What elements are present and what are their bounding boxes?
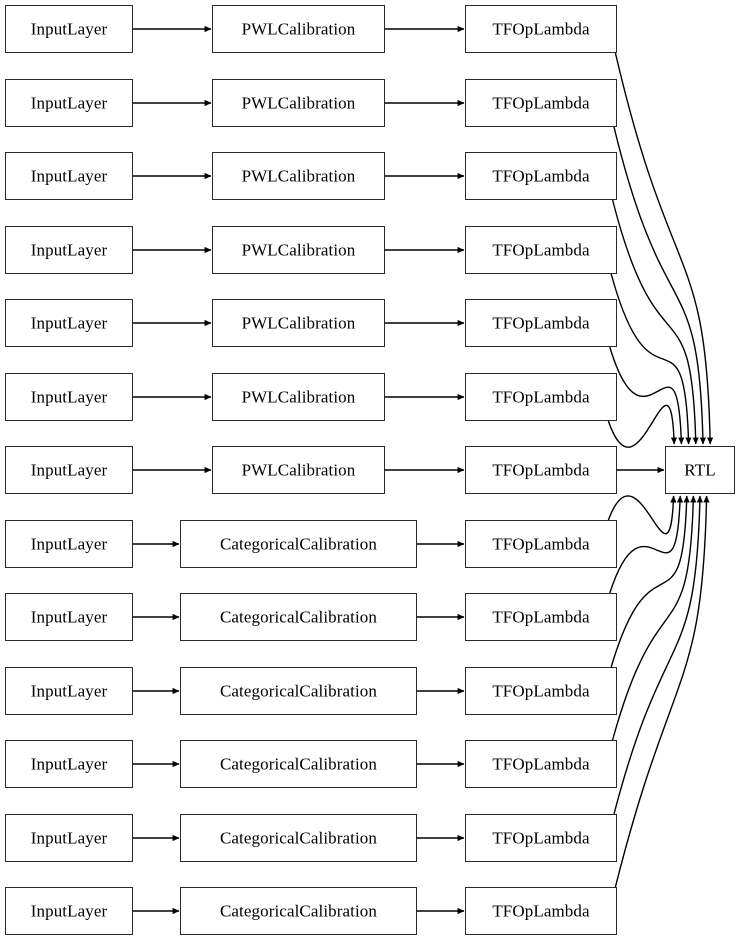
node-rtl[interactable]: RTL bbox=[665, 446, 735, 494]
node-label: PWLCalibration bbox=[241, 166, 356, 185]
node-input-layer[interactable]: InputLayer bbox=[5, 446, 133, 494]
node-label: TFOpLambda bbox=[492, 460, 590, 479]
node-label: InputLayer bbox=[30, 460, 108, 479]
node-input-layer[interactable]: InputLayer bbox=[5, 520, 133, 568]
node-tf-op-lambda[interactable]: TFOpLambda bbox=[465, 446, 617, 494]
node-pwl-calibration[interactable]: PWLCalibration bbox=[212, 5, 385, 53]
node-tf-op-lambda[interactable]: TFOpLambda bbox=[465, 226, 617, 274]
node-label: InputLayer bbox=[30, 166, 108, 185]
node-tf-op-lambda[interactable]: TFOpLambda bbox=[465, 5, 617, 53]
node-input-layer[interactable]: InputLayer bbox=[5, 5, 133, 53]
node-label: TFOpLambda bbox=[492, 19, 590, 38]
node-label: RTL bbox=[684, 460, 716, 479]
node-label: TFOpLambda bbox=[492, 828, 590, 847]
node-label: TFOpLambda bbox=[492, 607, 590, 626]
node-tf-op-lambda[interactable]: TFOpLambda bbox=[465, 79, 617, 127]
node-label: CategoricalCalibration bbox=[219, 754, 378, 773]
node-label: CategoricalCalibration bbox=[219, 828, 378, 847]
node-label: TFOpLambda bbox=[492, 681, 590, 700]
node-label: CategoricalCalibration bbox=[219, 901, 378, 920]
node-pwl-calibration[interactable]: PWLCalibration bbox=[212, 373, 385, 421]
node-tf-op-lambda[interactable]: TFOpLambda bbox=[465, 152, 617, 200]
node-input-layer[interactable]: InputLayer bbox=[5, 593, 133, 641]
node-input-layer[interactable]: InputLayer bbox=[5, 152, 133, 200]
node-label: InputLayer bbox=[30, 681, 108, 700]
node-tf-op-lambda[interactable]: TFOpLambda bbox=[465, 593, 617, 641]
node-label: PWLCalibration bbox=[241, 93, 356, 112]
node-input-layer[interactable]: InputLayer bbox=[5, 740, 133, 788]
node-tf-op-lambda[interactable]: TFOpLambda bbox=[465, 299, 617, 347]
node-label: CategoricalCalibration bbox=[219, 607, 378, 626]
node-label: InputLayer bbox=[30, 828, 108, 847]
node-label: InputLayer bbox=[30, 19, 108, 38]
node-label: PWLCalibration bbox=[241, 313, 356, 332]
node-tf-op-lambda[interactable]: TFOpLambda bbox=[465, 814, 617, 862]
node-label: TFOpLambda bbox=[492, 240, 590, 259]
node-label: TFOpLambda bbox=[492, 313, 590, 332]
node-label: InputLayer bbox=[30, 901, 108, 920]
node-label: InputLayer bbox=[30, 754, 108, 773]
node-pwl-calibration[interactable]: PWLCalibration bbox=[212, 79, 385, 127]
node-label: TFOpLambda bbox=[492, 901, 590, 920]
node-label: TFOpLambda bbox=[492, 166, 590, 185]
node-label: InputLayer bbox=[30, 534, 108, 553]
node-input-layer[interactable]: InputLayer bbox=[5, 226, 133, 274]
node-label: TFOpLambda bbox=[492, 93, 590, 112]
node-input-layer[interactable]: InputLayer bbox=[5, 79, 133, 127]
node-input-layer[interactable]: InputLayer bbox=[5, 373, 133, 421]
node-tf-op-lambda[interactable]: TFOpLambda bbox=[465, 740, 617, 788]
node-label: PWLCalibration bbox=[241, 387, 356, 406]
node-input-layer[interactable]: InputLayer bbox=[5, 667, 133, 715]
node-input-layer[interactable]: InputLayer bbox=[5, 887, 133, 935]
node-label: PWLCalibration bbox=[241, 240, 356, 259]
node-label: InputLayer bbox=[30, 93, 108, 112]
node-label: InputLayer bbox=[30, 313, 108, 332]
node-categorical-calibration[interactable]: CategoricalCalibration bbox=[180, 814, 417, 862]
node-pwl-calibration[interactable]: PWLCalibration bbox=[212, 299, 385, 347]
node-categorical-calibration[interactable]: CategoricalCalibration bbox=[180, 740, 417, 788]
node-tf-op-lambda[interactable]: TFOpLambda bbox=[465, 887, 617, 935]
node-label: InputLayer bbox=[30, 607, 108, 626]
node-categorical-calibration[interactable]: CategoricalCalibration bbox=[180, 593, 417, 641]
node-label: InputLayer bbox=[30, 387, 108, 406]
node-label: InputLayer bbox=[30, 240, 108, 259]
node-label: PWLCalibration bbox=[241, 460, 356, 479]
node-input-layer[interactable]: InputLayer bbox=[5, 299, 133, 347]
node-tf-op-lambda[interactable]: TFOpLambda bbox=[465, 667, 617, 715]
node-pwl-calibration[interactable]: PWLCalibration bbox=[212, 446, 385, 494]
node-label: TFOpLambda bbox=[492, 387, 590, 406]
node-input-layer[interactable]: InputLayer bbox=[5, 814, 133, 862]
node-label: PWLCalibration bbox=[241, 19, 356, 38]
node-categorical-calibration[interactable]: CategoricalCalibration bbox=[180, 520, 417, 568]
node-label: TFOpLambda bbox=[492, 754, 590, 773]
node-categorical-calibration[interactable]: CategoricalCalibration bbox=[180, 667, 417, 715]
node-tf-op-lambda[interactable]: TFOpLambda bbox=[465, 373, 617, 421]
node-pwl-calibration[interactable]: PWLCalibration bbox=[212, 152, 385, 200]
node-label: CategoricalCalibration bbox=[219, 534, 378, 553]
node-label: CategoricalCalibration bbox=[219, 681, 378, 700]
node-categorical-calibration[interactable]: CategoricalCalibration bbox=[180, 887, 417, 935]
node-tf-op-lambda[interactable]: TFOpLambda bbox=[465, 520, 617, 568]
node-label: TFOpLambda bbox=[492, 534, 590, 553]
node-pwl-calibration[interactable]: PWLCalibration bbox=[212, 226, 385, 274]
